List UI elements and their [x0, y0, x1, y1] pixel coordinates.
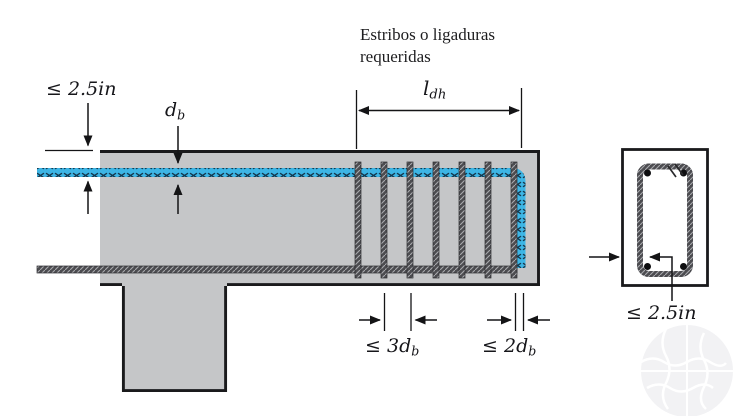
dimension-dev-length	[355, 88, 523, 149]
stirrup-bar	[510, 161, 518, 279]
section-concrete	[621, 148, 709, 287]
stirrup-bar	[484, 161, 492, 279]
watermark-logo	[640, 325, 733, 416]
stirrup-bar	[458, 161, 466, 279]
dimension-cover-top	[45, 103, 93, 214]
stirrup-bar	[380, 161, 388, 279]
section-tick-marks	[667, 163, 684, 178]
bottom-bar	[36, 265, 518, 274]
dimension-stirrup-spacing	[359, 293, 437, 331]
stirrup-bar	[406, 161, 414, 279]
development-length-label: ldh	[423, 76, 447, 103]
beam-outline	[100, 150, 540, 393]
stirrups-note-line2: requeridas	[360, 47, 431, 66]
section-cover-arrow	[649, 252, 673, 301]
cover-top-label: ≤ 2.5in	[46, 78, 117, 100]
stirrups-note: Estribos o ligaduras requeridas	[360, 24, 495, 68]
stirrups-note-line1: Estribos o ligaduras	[360, 25, 496, 44]
dimension-tail-spacing	[487, 293, 550, 331]
cover-section-label: ≤ 2.5in	[626, 302, 697, 324]
tail-spacing-label: ≤ 2db	[482, 335, 537, 359]
section-stirrup	[637, 163, 693, 277]
section-bar-dots	[644, 169, 687, 270]
stirrup-bar	[432, 161, 440, 279]
stirrups-group	[354, 161, 518, 279]
bar-diameter-label: db	[165, 99, 186, 123]
stirrup-spacing-label: ≤ 3db	[365, 335, 420, 359]
stirrup-bar	[354, 161, 362, 279]
beam-cross-section	[589, 148, 709, 301]
